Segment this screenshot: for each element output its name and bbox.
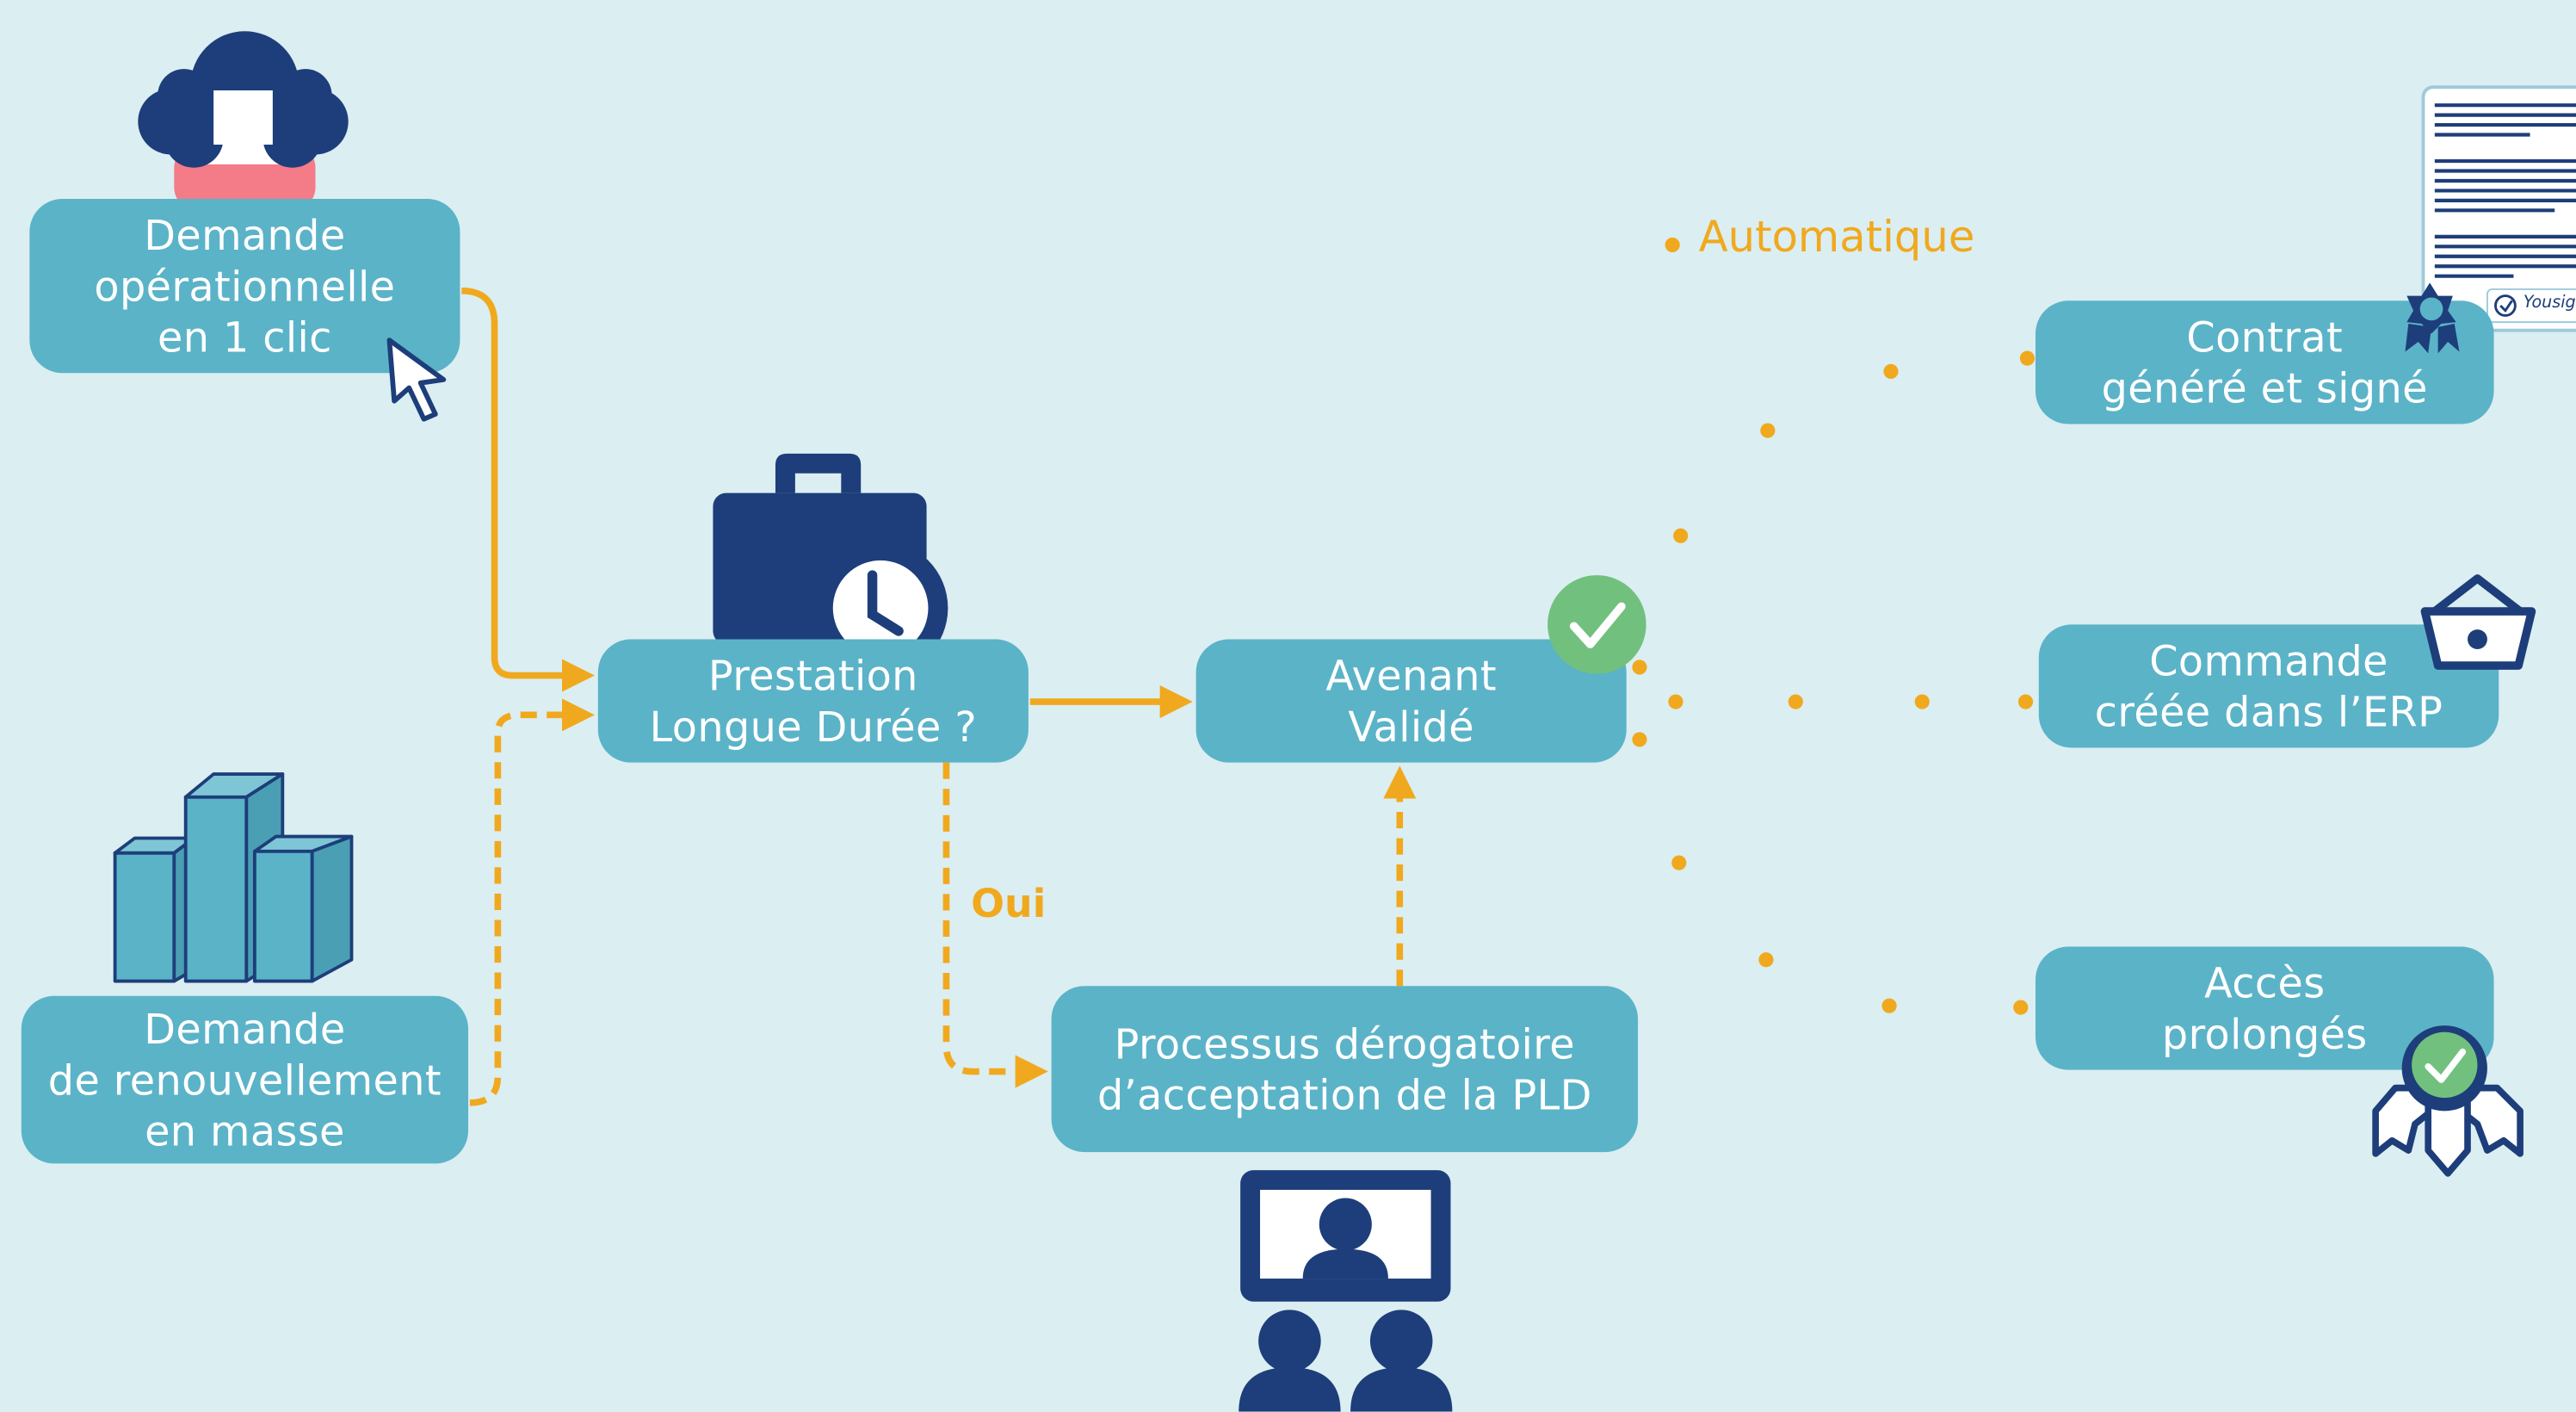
label-automatique: Automatique: [1698, 214, 1975, 263]
connector-1clic-to-prestation: [461, 288, 595, 692]
node-avenant-valide: Avenant Validé: [1195, 639, 1627, 763]
legend-dot: [1665, 237, 1680, 253]
node-line: prolongés: [2161, 1009, 2368, 1058]
node-processus-derogatoire: Processus dérogatoire d’acceptation de l…: [1051, 986, 1639, 1153]
node-demande-masse: Demande de renouvellement en masse: [21, 995, 469, 1164]
video-meeting-icon: [1239, 1170, 1453, 1412]
node-line: Commande: [2149, 636, 2388, 685]
label-oui: Oui: [971, 881, 1047, 927]
connector-masse-to-prestation: [469, 698, 595, 1106]
node-line: de renouvellement: [47, 1056, 442, 1104]
keys-icon: [2372, 1025, 2523, 1177]
node-commande: Commande créée dans l’ERP: [2038, 624, 2499, 748]
node-line: Validé: [1348, 703, 1474, 751]
node-line: Avenant: [1325, 651, 1497, 700]
cursor-icon: [386, 338, 447, 422]
basket-icon: [2420, 574, 2536, 670]
node-line: Accès: [2204, 958, 2326, 1007]
node-prestation-longue-duree: Prestation Longue Durée ?: [597, 639, 1029, 763]
node-line: Demande: [144, 1005, 346, 1053]
node-line: généré et signé: [2101, 363, 2428, 412]
node-line: créée dans l’ERP: [2094, 687, 2443, 736]
node-line: d’acceptation de la PLD: [1096, 1070, 1592, 1118]
node-line: Demande: [144, 211, 346, 259]
node-line: en masse: [145, 1106, 345, 1155]
node-line: Longue Durée ?: [649, 703, 978, 751]
node-line: Contrat: [2186, 313, 2344, 361]
node-line: Prestation: [707, 651, 918, 700]
dotted-connector-contrat: [1632, 350, 2035, 675]
signature-label: Yousign: [2523, 294, 2576, 313]
dotted-connector-commande: [1668, 694, 2034, 709]
check-badge-icon: [1547, 575, 1646, 674]
node-line: opérationnelle: [94, 262, 396, 310]
dotted-connector-acces: [1632, 732, 2029, 1015]
award-ribbon-icon: [2405, 282, 2460, 354]
node-line: en 1 clic: [158, 313, 332, 361]
connector-prestation-to-processus: [942, 762, 1048, 1088]
node-line: Processus dérogatoire: [1114, 1019, 1576, 1068]
